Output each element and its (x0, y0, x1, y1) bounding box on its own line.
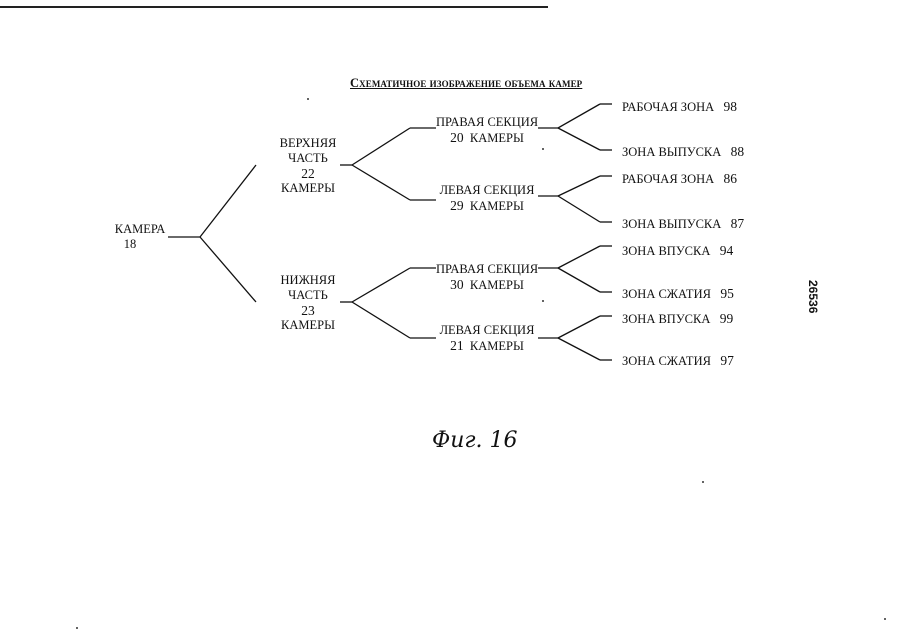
node-upper-left-section: ЛЕВАЯ СЕКЦИЯ 29 КАМЕРЫ (436, 183, 538, 214)
node-upper-right-section: ПРАВАЯ СЕКЦИЯ 20 КАМЕРЫ (436, 115, 538, 146)
node-upper-label-2: ЧАСТЬ (272, 151, 344, 166)
leaf-upper-left-1: РАБОЧАЯ ЗОНА 86 (622, 171, 737, 187)
scan-speck (542, 300, 544, 302)
node-lower-left-section: ЛЕВАЯ СЕКЦИЯ 21 КАМЕРЫ (436, 323, 538, 354)
node-ll-label-2: КАМЕРЫ (470, 339, 524, 353)
node-ul-label-2: КАМЕРЫ (470, 199, 524, 213)
node-lr-label-2: КАМЕРЫ (470, 278, 524, 292)
connector-lr-down (558, 268, 600, 292)
leaf-number: 95 (720, 286, 734, 301)
node-lr-number: 30 (450, 277, 464, 292)
node-upper-label-3: КАМЕРЫ (272, 181, 344, 196)
scan-speck (884, 618, 886, 620)
leaf-number: 98 (724, 99, 738, 114)
side-document-number: 26536 (806, 280, 820, 313)
leaf-label: ЗОНА ВПУСКА (622, 312, 710, 326)
node-ll-number: 21 (450, 338, 464, 353)
scan-speck (542, 148, 544, 150)
node-ul-number: 29 (450, 198, 464, 213)
leaf-lower-right-2: ЗОНА СЖАТИЯ 95 (622, 286, 734, 302)
leaf-label: ЗОНА СЖАТИЯ (622, 354, 711, 368)
connector-root-upper (200, 165, 256, 237)
leaf-label: ЗОНА ВПУСКА (622, 244, 710, 258)
node-root-label: КАМЕРА (112, 222, 168, 237)
node-lower-part: НИЖНЯЯ ЧАСТЬ 23 КАМЕРЫ (272, 273, 344, 333)
connector-lr-up (558, 246, 600, 268)
leaf-number: 86 (724, 171, 738, 186)
node-upper-number: 22 (272, 166, 344, 181)
figure-label: Фиг. 16 (432, 428, 518, 453)
connector-upper-left (352, 165, 410, 200)
leaf-upper-left-2: ЗОНА ВЫПУСКА 87 (622, 216, 744, 232)
node-ur-label-1: ПРАВАЯ СЕКЦИЯ (436, 115, 538, 130)
node-upper-part: ВЕРХНЯЯ ЧАСТЬ 22 КАМЕРЫ (272, 136, 344, 196)
leaf-label: РАБОЧАЯ ЗОНА (622, 172, 714, 186)
scan-speck (702, 481, 704, 483)
scan-speck (307, 98, 309, 100)
leaf-upper-right-1: РАБОЧАЯ ЗОНА 98 (622, 99, 737, 115)
leaf-number: 88 (731, 144, 745, 159)
leaf-number: 94 (720, 243, 734, 258)
node-upper-label-1: ВЕРХНЯЯ (272, 136, 344, 151)
connector-ur-down (558, 128, 600, 150)
node-lower-right-section: ПРАВАЯ СЕКЦИЯ 30 КАМЕРЫ (436, 262, 538, 293)
node-lower-label-1: НИЖНЯЯ (272, 273, 344, 288)
leaf-label: ЗОНА СЖАТИЯ (622, 287, 711, 301)
node-ul-label-1: ЛЕВАЯ СЕКЦИЯ (436, 183, 538, 198)
connector-ul-down (558, 196, 600, 222)
leaf-lower-right-1: ЗОНА ВПУСКА 94 (622, 243, 733, 259)
leaf-number: 99 (720, 311, 734, 326)
leaf-number: 97 (720, 353, 734, 368)
scan-speck (76, 627, 78, 629)
node-lr-label-1: ПРАВАЯ СЕКЦИЯ (436, 262, 538, 277)
leaf-number: 87 (731, 216, 745, 231)
node-ur-number: 20 (450, 130, 464, 145)
node-ll-label-1: ЛЕВАЯ СЕКЦИЯ (436, 323, 538, 338)
connector-ur-up (558, 104, 600, 128)
connector-upper-right (352, 128, 410, 165)
leaf-lower-left-1: ЗОНА ВПУСКА 99 (622, 311, 733, 327)
connector-ll-down (558, 338, 600, 360)
node-root-number: 18 (92, 237, 168, 252)
leaf-label: ЗОНА ВЫПУСКА (622, 145, 721, 159)
node-root: КАМЕРА 18 (112, 222, 168, 252)
node-lower-label-3: КАМЕРЫ (272, 318, 344, 333)
connector-ul-up (558, 176, 600, 196)
leaf-label: ЗОНА ВЫПУСКА (622, 217, 721, 231)
connector-lower-left (352, 302, 410, 338)
node-ur-label-2: КАМЕРЫ (470, 131, 524, 145)
connector-lower-right (352, 268, 410, 302)
leaf-lower-left-2: ЗОНА СЖАТИЯ 97 (622, 353, 734, 369)
connector-ll-up (558, 316, 600, 338)
leaf-upper-right-2: ЗОНА ВЫПУСКА 88 (622, 144, 744, 160)
node-lower-number: 23 (272, 303, 344, 318)
connector-root-lower (200, 237, 256, 302)
node-lower-label-2: ЧАСТЬ (272, 288, 344, 303)
leaf-label: РАБОЧАЯ ЗОНА (622, 100, 714, 114)
